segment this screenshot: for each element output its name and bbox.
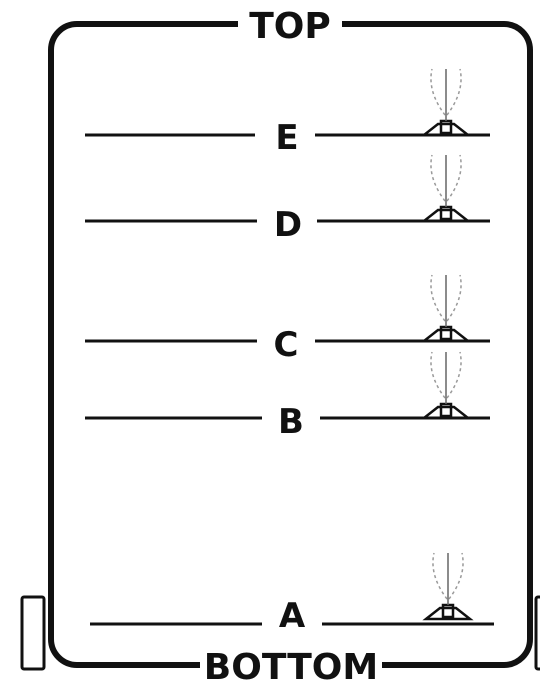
left-foot: [20, 595, 46, 671]
level-b: B: [85, 351, 490, 442]
level-d: D: [85, 154, 490, 245]
top-label-gap: [238, 14, 342, 36]
level-label: D: [274, 205, 302, 245]
level-label: B: [278, 402, 304, 442]
sprinkler-icon: [420, 274, 472, 343]
level-a: A: [90, 552, 494, 636]
sprinkler-icon: [420, 351, 472, 420]
right-foot: [534, 595, 540, 671]
top-label: TOP: [249, 6, 331, 47]
level-label: C: [274, 325, 299, 365]
sprinkler-icon: [420, 68, 472, 137]
level-e: E: [85, 68, 490, 158]
level-label: A: [279, 596, 306, 636]
bottom-label-gap: [200, 652, 382, 676]
level-c: C: [85, 274, 490, 365]
sprinkler-icon: [420, 154, 472, 223]
bottom-label: BOTTOM: [204, 647, 378, 682]
level-label: E: [275, 118, 298, 158]
sprinkler-icon: [422, 552, 474, 621]
